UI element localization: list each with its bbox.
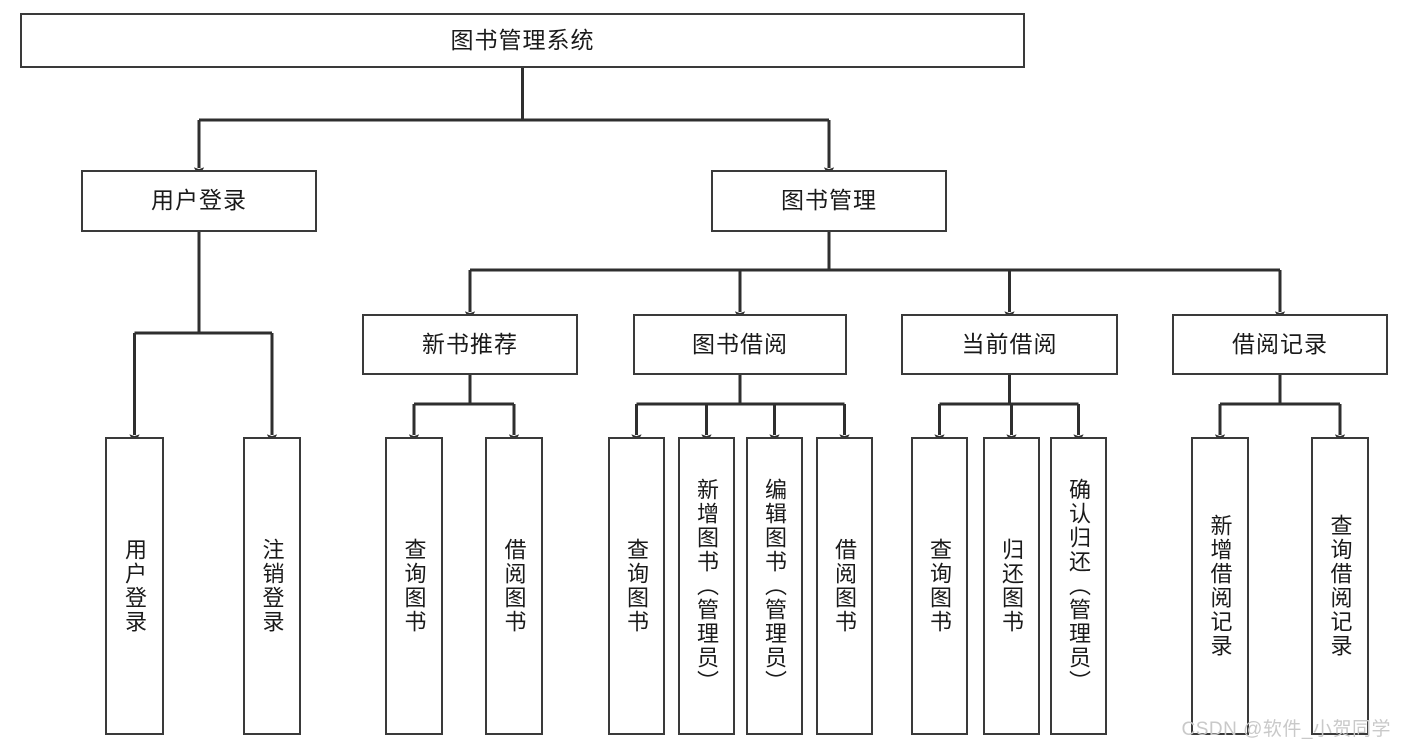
node-root[interactable]: 图书管理系统 [20,13,1025,68]
node-label: 查询借阅记录 [1327,514,1353,658]
node-label: 归还图书 [999,538,1025,634]
node-label: 图书管理 [781,187,877,214]
node-leaf-add-record[interactable]: 新增借阅记录 [1191,437,1249,735]
node-label: 图书借阅 [692,330,788,357]
node-label: 图书管理系统 [450,26,595,53]
node-label: 借阅图书 [832,538,858,634]
node-leaf-query-book-3[interactable]: 查询图书 [911,437,968,735]
node-label: 查询图书 [927,538,953,634]
node-book-manage[interactable]: 图书管理 [711,170,947,232]
node-borrow-record[interactable]: 借阅记录 [1172,314,1388,375]
node-label: 确认归还（管理员） [1066,478,1092,694]
node-leaf-add-book[interactable]: 新增图书（管理员） [678,437,735,735]
node-leaf-query-book-2[interactable]: 查询图书 [608,437,665,735]
node-leaf-confirm-return[interactable]: 确认归还（管理员） [1050,437,1107,735]
node-leaf-logout[interactable]: 注销登录 [243,437,301,735]
node-label: 用户登录 [151,187,247,214]
node-leaf-borrow-book-2[interactable]: 借阅图书 [816,437,873,735]
node-label: 新增借阅记录 [1207,514,1233,658]
node-leaf-return-book[interactable]: 归还图书 [983,437,1040,735]
node-leaf-user-login[interactable]: 用户登录 [105,437,164,735]
node-label: 编辑图书（管理员） [762,478,788,694]
node-leaf-query-book-1[interactable]: 查询图书 [385,437,443,735]
node-current-borrow[interactable]: 当前借阅 [901,314,1118,375]
node-label: 借阅记录 [1232,330,1328,357]
node-leaf-edit-book[interactable]: 编辑图书（管理员） [746,437,803,735]
node-label: 注销登录 [259,538,285,634]
node-label: 用户登录 [122,538,148,634]
node-label: 查询图书 [624,538,650,634]
node-book-borrow[interactable]: 图书借阅 [633,314,847,375]
node-label: 当前借阅 [961,330,1058,357]
node-user-login[interactable]: 用户登录 [81,170,317,232]
node-leaf-query-record[interactable]: 查询借阅记录 [1311,437,1369,735]
node-label: 借阅图书 [501,538,527,634]
node-label: 查询图书 [401,538,427,634]
node-label: 新增图书（管理员） [694,478,720,694]
node-new-book-recommend[interactable]: 新书推荐 [362,314,578,375]
node-leaf-borrow-book-1[interactable]: 借阅图书 [485,437,543,735]
node-label: 新书推荐 [422,330,518,357]
